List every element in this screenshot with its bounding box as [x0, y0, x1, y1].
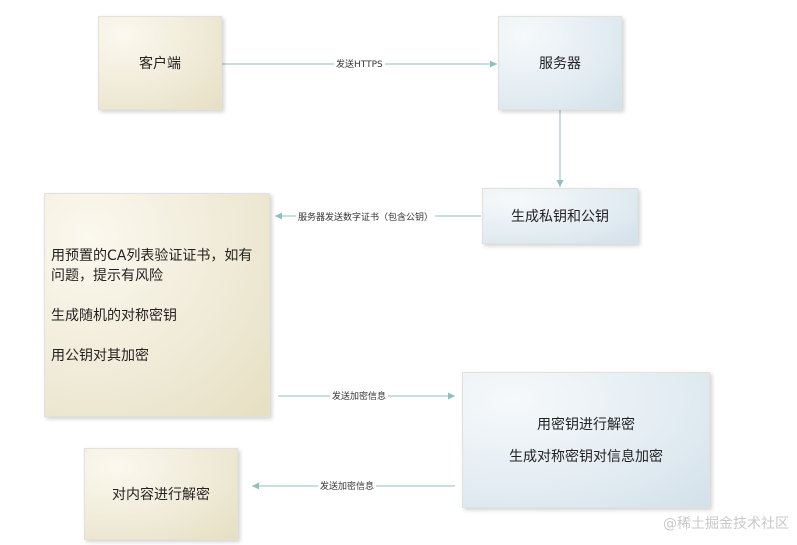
node-verify: 用预置的CA列表验证证书，如有问题，提示有风险 生成随机的对称密钥 用公钥对其加… [44, 193, 270, 417]
node-decrypt-sym: 用密钥进行解密 生成对称密钥对信息加密 [462, 372, 710, 508]
node-verify-line2: 生成随机的对称密钥 [51, 308, 177, 324]
node-decrypt-sym-line2: 生成对称密钥对信息加密 [509, 449, 663, 465]
node-server: 服务器 [498, 16, 622, 110]
edge-label-send-encrypted-2: 发送加密信息 [318, 479, 377, 492]
node-keygen-label: 生成私钥和公钥 [511, 209, 609, 225]
edge-label-https: 发送HTTPS [334, 57, 385, 70]
node-server-label: 服务器 [539, 56, 581, 72]
node-decrypt-sym-line1: 用密钥进行解密 [537, 417, 635, 433]
watermark: @稀土掘金技术社区 [663, 516, 789, 532]
node-verify-line3: 用公钥对其加密 [51, 348, 149, 364]
edge-label-send-encrypted-1: 发送加密信息 [330, 389, 389, 402]
node-client-label: 客户端 [139, 56, 181, 72]
node-decrypt-content-label: 对内容进行解密 [112, 487, 210, 503]
node-verify-line1: 用预置的CA列表验证证书，如有问题，提示有风险 [51, 248, 253, 284]
edge-label-cert: 服务器发送数字证书（包含公钥） [296, 210, 436, 223]
node-client: 客户端 [98, 16, 222, 110]
node-keygen: 生成私钥和公钥 [482, 188, 638, 244]
node-decrypt-content: 对内容进行解密 [84, 448, 238, 540]
